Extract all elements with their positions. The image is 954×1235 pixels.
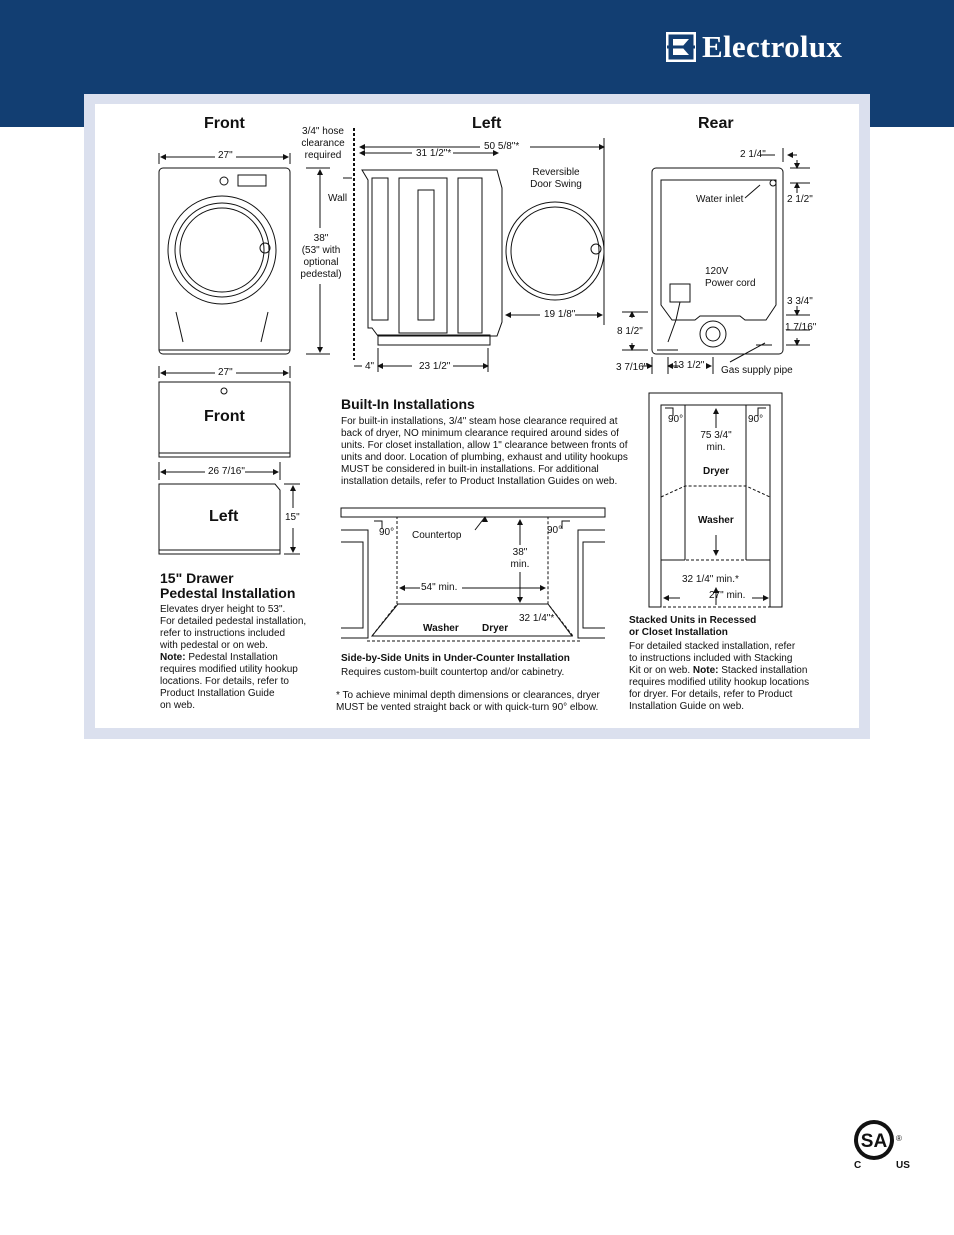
rear-8-1-2-label: 8 1/2" [617,326,643,337]
stacked-note-label: Note: [692,665,719,676]
left-view-title: Left [472,115,502,132]
pedestal-left-view [158,462,300,555]
front-view-title: Front [204,115,245,132]
depth-body-label: 31 1/2"* [416,148,452,159]
door-swing-label: Reversible Door Swing [530,167,582,190]
builtin-title: Built-In Installations [341,396,475,412]
pedestal-text: Elevates dryer height to 53". For detail… [160,604,330,712]
stacked-text: For detailed stacked installation, refer… [629,641,834,713]
rear-top-offset-label: 2 1/4" [740,149,766,160]
under-counter-diagram [340,507,606,642]
hose-clearance-label: 3/4" hose clearance required [301,126,345,161]
depth-overall-label: 50 5/8"* [484,141,520,152]
wall-label: Wall [328,193,348,204]
undercounter-height-label: 38" min. [510,547,530,570]
rear-view-title: Rear [698,115,734,132]
brand-name: Electrolux [702,29,843,64]
power-cord-label: 120V Power cord [705,266,756,289]
pedestal-height-label: 15" [285,512,300,523]
pedestal-text-a: Elevates dryer height to 53". For detail… [160,604,307,651]
stacked-text-b: Stacked installation requires modified u… [629,665,810,712]
gas-pipe-label: Gas supply pipe [721,365,793,376]
csa-c-label: C [854,1160,861,1170]
rear-view-dryer [622,148,810,374]
water-inlet-label: Water inlet [696,194,744,205]
undercounter-angle-left: 90° [379,527,395,538]
front-width-label: 27" [218,150,233,161]
builtin-text: For built-in installations, 3/4" steam h… [341,416,628,487]
undercounter-dryer-label: Dryer [482,623,509,634]
stacked-angle-left: 90° [668,414,684,425]
stacked-washer-label: Washer [698,515,734,526]
undercounter-width-label: 54" min. [421,582,458,593]
rear-13-1-2-label: 13 1/2" [673,360,705,371]
electrolux-logo-icon [666,32,696,62]
csa-mark-text: SA [861,1131,888,1152]
stacked-diagram [648,392,783,608]
stacked-angle-right: 90° [748,414,764,425]
stacked-height-label: 75 3/4" min. [700,430,732,453]
undercounter-depth-label: 32 1/4"* [519,613,555,624]
stacked-text-a: For detailed stacked installation, refer… [629,641,796,676]
stacked-dryer-label: Dryer [703,466,730,477]
base-gap-label: 4" [365,361,375,372]
stacked-depth-label: 32 1/4" min.* [682,574,739,585]
pedestal-title: 15" Drawer Pedestal Installation [160,570,296,601]
stacked-title: Stacked Units in Recessed or Closet Inst… [629,615,757,638]
pedestal-note-label: Note: [160,652,186,663]
csa-us-label: US [896,1160,910,1170]
base-depth-label: 23 1/2" [419,361,451,372]
front-view-dryer [158,153,291,355]
countertop-label: Countertop [412,530,462,541]
pedestal-left-title: Left [209,508,239,525]
pedestal-depth-label: 26 7/16" [208,466,245,477]
rear-3-7-16-label: 3 7/16" [616,362,648,373]
rear-3-3-4-label: 3 3/4" [787,296,813,307]
pedestal-front-view [158,366,291,458]
undercounter-subtitle: Requires custom-built countertop and/or … [341,667,565,678]
rear-1-7-16-label: 1 7/16" [785,322,817,333]
undercounter-washer-label: Washer [423,623,459,634]
undercounter-title: Side-by-Side Units in Under-Counter Inst… [341,653,570,664]
pedestal-front-title: Front [204,408,245,425]
undercounter-footnote: * To achieve minimal depth dimensions or… [336,690,600,713]
pedestal-width-label: 27" [218,367,233,378]
stacked-width-label: 27" min. [709,590,746,601]
left-view-dryer [343,128,605,372]
pedestal-text-b: Pedestal Installation requires modified … [160,652,298,711]
brand-logo: Electrolux [666,29,843,64]
csa-certification-mark: SA ® C US [854,1120,910,1170]
door-depth-label: 19 1/8" [544,309,576,320]
rear-inlet-drop-label: 2 1/2" [787,194,813,205]
csa-registered: ® [896,1134,902,1143]
undercounter-angle-right: 90° [547,525,563,536]
height-label: 38" (53" with optional pedestal) [300,233,342,280]
